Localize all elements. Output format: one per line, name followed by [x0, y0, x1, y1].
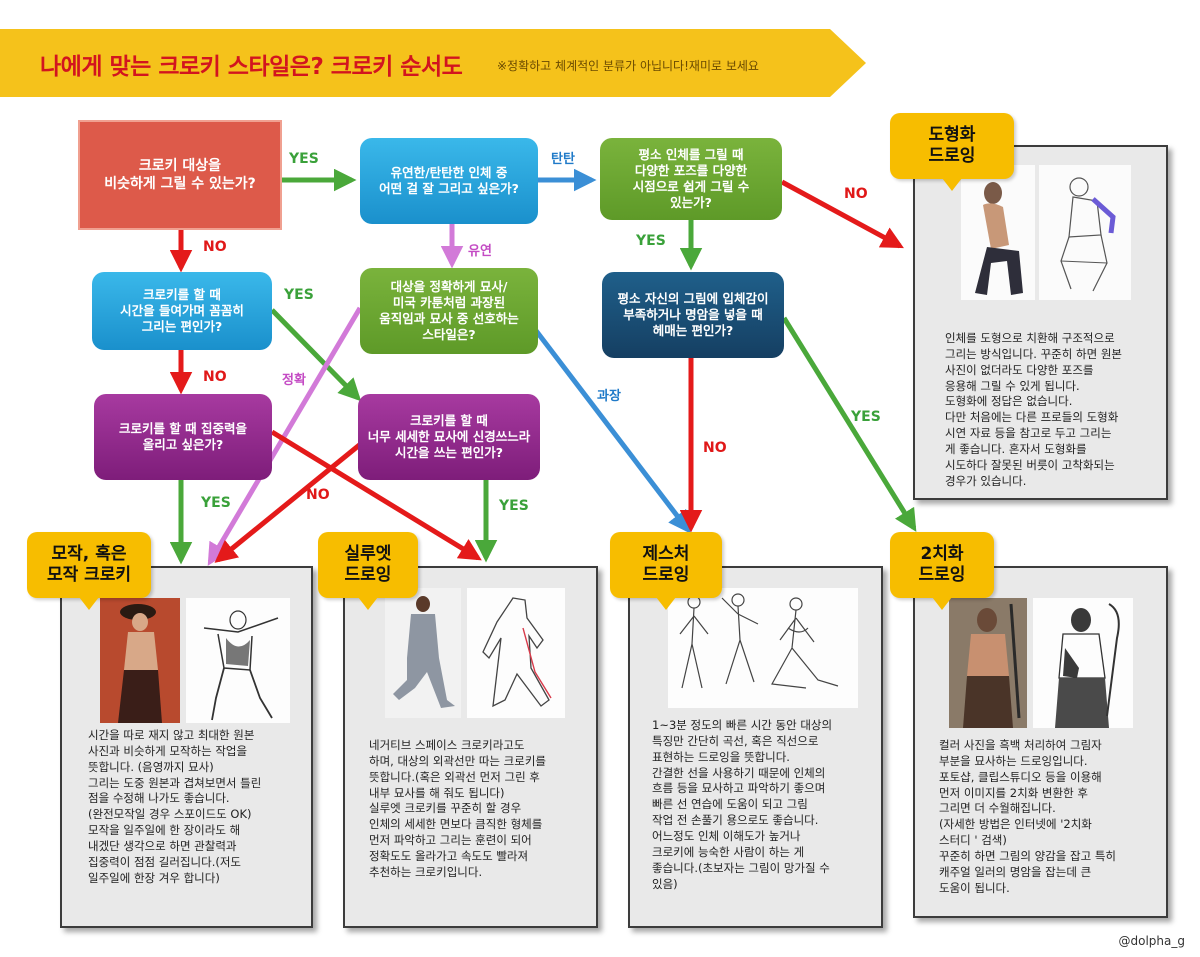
result-description: 1~3분 정도의 빠른 시간 동안 대상의 특징만 간단히 곡선, 혹은 직선으…	[652, 718, 833, 891]
arrow-exact	[207, 306, 363, 566]
arrow-concentration-no	[270, 429, 482, 561]
result-description: 인체를 도형으로 치환해 구조적으로 그리는 방식입니다. 꾸준히 하면 원본 …	[945, 331, 1122, 488]
result-description: 네거티브 스페이스 크로키라고도 하며, 대상의 외곽선만 따는 크로키를 뜻합…	[369, 738, 546, 879]
tag-gesture-drawing: 제스처 드로잉	[610, 532, 722, 598]
result-panel-copy: 시간을 따로 재지 않고 최대한 원본 사진과 비슷하게 모작하는 작업을 뜻합…	[60, 566, 313, 928]
label-firm: 탄탄	[551, 152, 575, 167]
figure-illustration	[961, 165, 1131, 300]
node-fine-detail: 크로키를 할 때 너무 세세한 묘사에 신경쓰느라 시간을 쓰는 편인가?	[358, 394, 540, 480]
node-soft-or-firm: 유연한/탄탄한 인체 중 어떤 걸 잘 그리고 싶은가?	[360, 138, 538, 224]
result-panel-shapes: 인체를 도형으로 치환해 구조적으로 그리는 방식입니다. 꾸준히 하면 원본 …	[913, 145, 1168, 500]
label-exact: 정확	[282, 373, 306, 388]
tag-two-tone-drawing: 2치화 드로잉	[890, 532, 994, 598]
page-title: 나에게 맞는 크로키 스타일은? 크로키 순서도	[40, 54, 463, 80]
figure-illustration	[668, 588, 858, 708]
disclaimer-note: ※정확하고 체계적인 분류가 아닙니다!재미로 보세요	[497, 59, 759, 73]
title-banner: 나에게 맞는 크로키 스타일은? 크로키 순서도 ※정확하고 체계적인 분류가 …	[0, 29, 866, 97]
result-panel-two-tone: 컬러 사진을 흑백 처리하여 그림자 부분을 묘사하는 드로잉입니다. 포토샵,…	[913, 566, 1168, 918]
label-yes: YES	[201, 495, 231, 511]
node-various-poses: 평소 인체를 그릴 때 다양한 포즈를 다양한 시점으로 쉽게 그릴 수 있는가…	[600, 138, 782, 220]
figure-illustration	[949, 598, 1133, 728]
figure-illustration	[385, 588, 565, 718]
node-concentration: 크로키를 할 때 집중력을 올리고 싶은가?	[94, 394, 272, 480]
node-exact-or-exaggerate: 대상을 정확하게 묘사/ 미국 카툰처럼 과장된 움직임과 묘사 중 선호하는 …	[360, 268, 538, 354]
result-description: 컬러 사진을 흑백 처리하여 그림자 부분을 묘사하는 드로잉입니다. 포토샵,…	[939, 738, 1116, 895]
node-start: 크로키 대상을 비슷하게 그릴 수 있는가?	[78, 120, 282, 230]
label-no: NO	[844, 186, 868, 202]
label-yes: YES	[636, 233, 666, 249]
tag-copy-croquis: 모작, 혹은 모작 크로키	[27, 532, 151, 598]
node-take-time: 크로키를 할 때 시간을 들여가며 꼼꼼히 그리는 편인가?	[92, 272, 272, 350]
label-yes: YES	[851, 409, 881, 425]
banner-shape	[0, 29, 866, 97]
label-yes: YES	[284, 287, 314, 303]
arrow-time-yes	[270, 308, 362, 402]
label-no: NO	[703, 440, 727, 456]
label-yes: YES	[289, 151, 319, 167]
arrow-exaggerate	[532, 326, 691, 534]
arrow-volume-yes	[781, 316, 917, 532]
result-description: 시간을 따로 재지 않고 최대한 원본 사진과 비슷하게 모작하는 작업을 뜻합…	[88, 728, 262, 885]
result-panel-gesture: 1~3분 정도의 빠른 시간 동안 대상의 특징만 간단히 곡선, 혹은 직선으…	[628, 566, 883, 928]
result-panel-silhouette: 네거티브 스페이스 크로키라고도 하며, 대상의 외곽선만 따는 크로키를 뜻합…	[343, 566, 598, 928]
label-exaggerate: 과장	[597, 389, 621, 404]
label-no: NO	[203, 239, 227, 255]
tag-silhouette-drawing: 실루엣 드로잉	[318, 532, 418, 598]
arrow-poses-no	[780, 179, 904, 249]
label-no: NO	[306, 487, 330, 503]
arrow-detail-no	[214, 436, 370, 563]
author-credit: @dolpha_g	[1118, 934, 1186, 948]
label-soft: 유연	[468, 244, 492, 259]
tag-shapes-drawing: 도형화 드로잉	[890, 113, 1014, 179]
label-yes: YES	[499, 498, 529, 514]
node-lack-volume: 평소 자신의 그림에 입체감이 부족하거나 명암을 넣을 때 헤매는 편인가?	[602, 272, 784, 358]
figure-illustration	[100, 598, 290, 723]
label-no: NO	[203, 369, 227, 385]
